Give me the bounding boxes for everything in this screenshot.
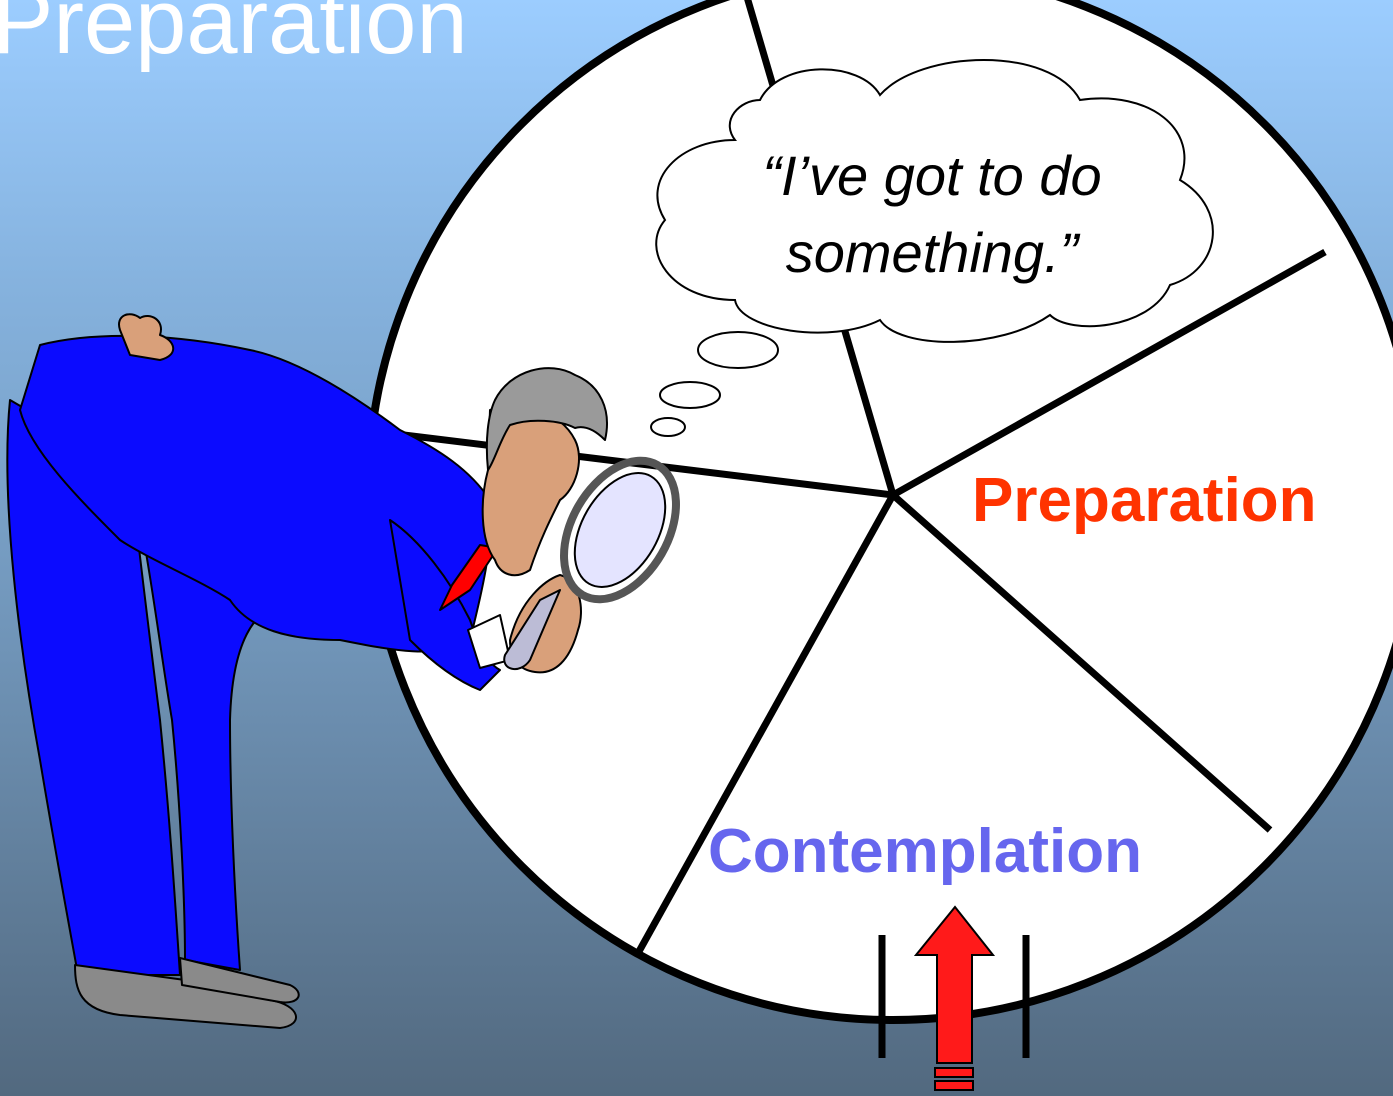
wheel-label-contemplation: Contemplation — [708, 817, 1142, 886]
wheel-spoke — [633, 493, 897, 957]
thought-line-2: something.” — [786, 221, 1081, 284]
thought-line-1: “I’ve got to do — [762, 144, 1101, 207]
slide-title: Preparation — [0, 0, 468, 73]
magnifier-handle — [503, 589, 561, 670]
wheel-spoke — [891, 248, 1327, 499]
man-back-hand — [118, 313, 175, 361]
thought-dot-large — [697, 331, 779, 369]
wheel-label-preparation: Preparation — [972, 466, 1317, 535]
man-front-shoe — [179, 957, 300, 1004]
stage-pointer — [878, 905, 1030, 1091]
thought-cloud-shape — [655, 59, 1214, 343]
thought-bubble: “I’ve got to do something.” — [650, 59, 1214, 437]
magnifier-lens — [573, 472, 667, 588]
thought-dot-medium — [659, 381, 721, 409]
man-with-magnifying-glass-icon — [6, 313, 680, 1029]
up-arrow-icon — [913, 905, 996, 1064]
pointer-tail-stripe — [934, 1080, 974, 1091]
man-hair — [485, 367, 608, 471]
wheel-spoke — [890, 492, 1273, 833]
magnifier-rim — [560, 456, 680, 604]
pointer-tail-stripe — [934, 1067, 974, 1078]
thought-dot-small — [650, 417, 686, 437]
